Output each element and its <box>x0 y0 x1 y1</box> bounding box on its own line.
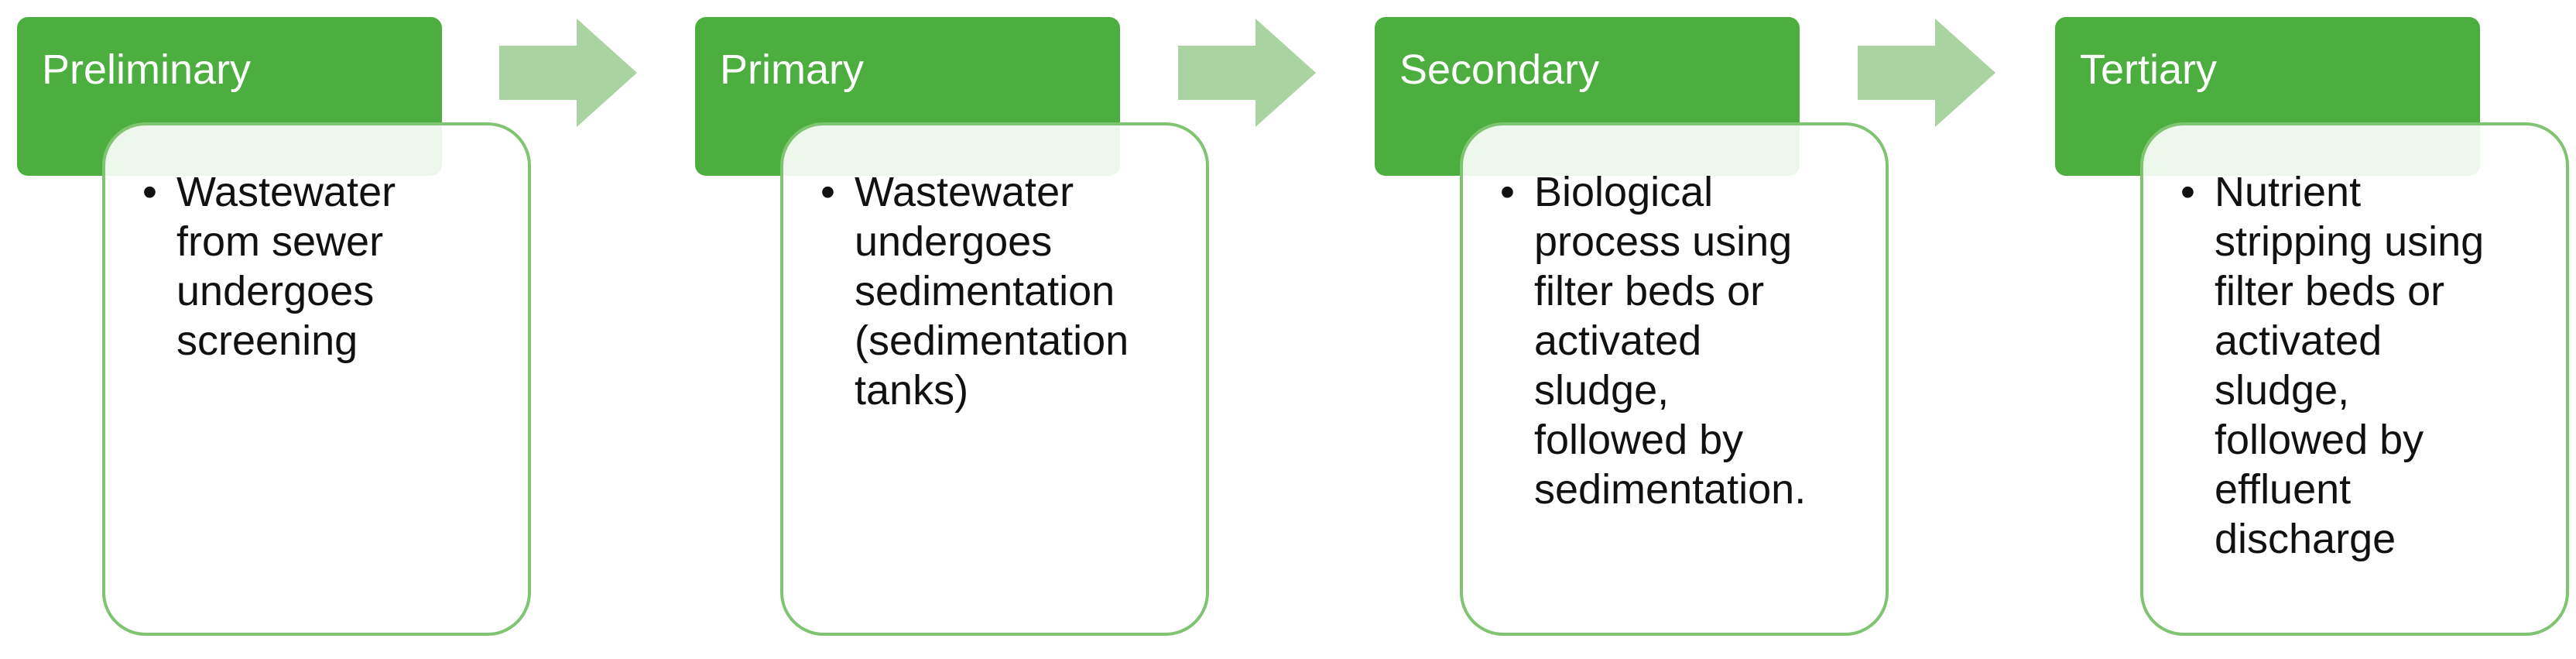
stage-card: • Biological process using filter beds o… <box>1460 122 1889 636</box>
bullet-list: • Nutrient stripping using filter beds o… <box>2180 167 2543 564</box>
stage-title: Secondary <box>1399 46 1600 93</box>
stage-primary: Primary • Wastewater undergoes sedimenta… <box>695 0 1214 659</box>
bullet-list: • Wastewater undergoes sedimentation (se… <box>820 167 1183 415</box>
stage-title: Preliminary <box>42 46 252 93</box>
stage-tertiary: Tertiary • Nutrient stripping using filt… <box>2055 0 2574 659</box>
bullet-item: • Wastewater from sewer undergoes screen… <box>142 167 505 366</box>
stage-card: • Nutrient stripping using filter beds o… <box>2140 122 2569 636</box>
flow-arrow-shape <box>499 19 637 127</box>
stage-card: • Wastewater undergoes sedimentation (se… <box>780 122 1209 636</box>
flow-arrow-icon <box>1178 19 1316 127</box>
flow-arrow-icon <box>499 19 637 127</box>
bullet-dot-icon: • <box>1500 169 1515 215</box>
bullet-text: Wastewater from sewer undergoes screenin… <box>176 169 396 364</box>
stage-secondary: Secondary • Biological process using fil… <box>1375 0 1893 659</box>
stage-title: Tertiary <box>2080 46 2218 93</box>
bullet-text: Nutrient stripping using filter beds or … <box>2215 169 2485 562</box>
bullet-item: • Wastewater undergoes sedimentation (se… <box>820 167 1183 415</box>
flow-arrow-shape <box>1858 19 1995 127</box>
bullet-item: • Nutrient stripping using filter beds o… <box>2180 167 2543 564</box>
flow-arrow-icon <box>1858 19 1995 127</box>
flow-arrow-shape <box>1178 19 1316 127</box>
bullet-dot-icon: • <box>142 169 157 215</box>
stage-preliminary: Preliminary • Wastewater from sewer unde… <box>17 0 536 659</box>
bullet-item: • Biological process using filter beds o… <box>1500 167 1862 514</box>
bullet-list: • Biological process using filter beds o… <box>1500 167 1862 514</box>
stage-title: Primary <box>720 46 864 93</box>
stage-card: • Wastewater from sewer undergoes screen… <box>102 122 531 636</box>
bullet-dot-icon: • <box>2180 169 2195 215</box>
bullet-text: Wastewater undergoes sedimentation (sedi… <box>855 169 1129 414</box>
bullet-dot-icon: • <box>820 169 835 215</box>
bullet-list: • Wastewater from sewer undergoes screen… <box>142 167 505 366</box>
bullet-text: Biological process using filter beds or … <box>1534 169 1807 513</box>
